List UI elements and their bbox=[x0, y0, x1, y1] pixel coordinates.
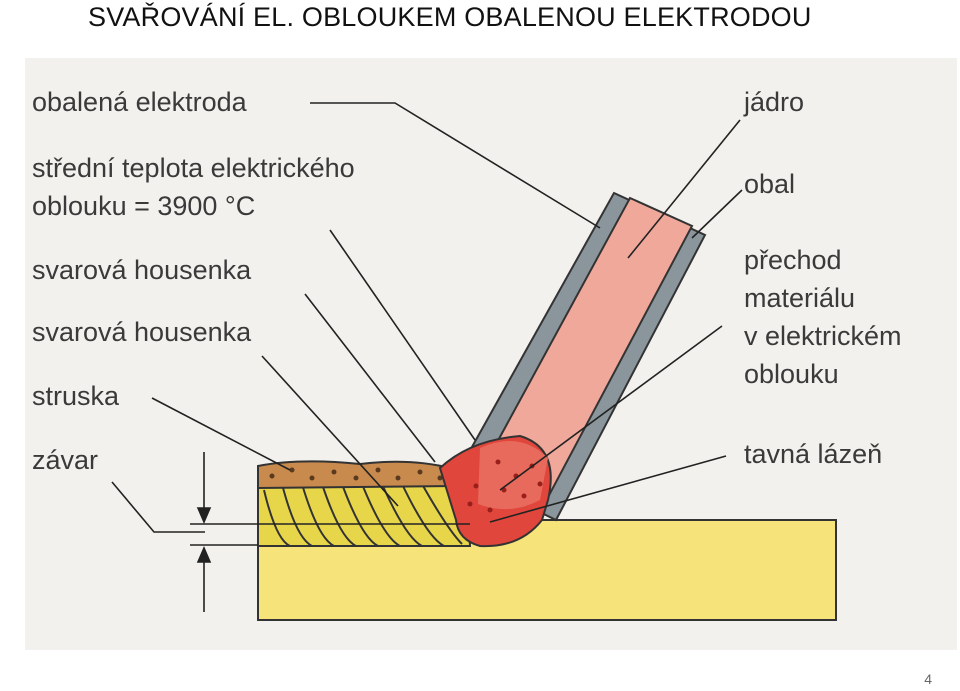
leader-housenka-1 bbox=[304, 293, 436, 463]
leader-zavar bbox=[111, 481, 205, 533]
page-number: 4 bbox=[924, 671, 932, 687]
weld-bead-stripes bbox=[263, 483, 463, 547]
label-struska: struska bbox=[32, 381, 120, 411]
label-prechod-line3: v elektrickém bbox=[744, 321, 902, 351]
label-prechod-line2: materiálu bbox=[744, 283, 856, 313]
label-teplota-line1: střední teplota elektrického bbox=[32, 153, 355, 183]
label-obal: obal bbox=[744, 169, 796, 199]
label-tavna-lazen: tavná lázeň bbox=[744, 439, 883, 469]
leader-struska bbox=[151, 397, 291, 471]
leader-prechod bbox=[499, 325, 723, 491]
slag-dots bbox=[269, 467, 443, 481]
label-prechod-line4: oblouku bbox=[744, 359, 839, 389]
label-obalena-elektroda: obalená elektroda bbox=[32, 87, 247, 117]
leader-obal bbox=[691, 189, 743, 239]
slide-title: SVAŘOVÁNÍ EL. OBLOUKEM OBALENOU ELEKTROD… bbox=[88, 2, 812, 32]
label-zavar: závar bbox=[32, 445, 99, 475]
label-teplota-line2: oblouku = 3900 °C bbox=[32, 191, 256, 221]
leader-lines bbox=[111, 102, 743, 533]
leader-tavna-lazen bbox=[489, 455, 727, 523]
label-jadro: jádro bbox=[744, 87, 805, 117]
leader-obalena-elektroda bbox=[310, 102, 601, 229]
label-prechod-line1: přechod bbox=[744, 245, 842, 275]
arc-droplet-zone bbox=[478, 440, 548, 510]
leader-jadro bbox=[627, 119, 741, 259]
label-svarova-housenka-2: svarová housenka bbox=[32, 317, 252, 347]
leader-teplota bbox=[329, 229, 476, 441]
penetration-marker bbox=[190, 452, 470, 612]
leader-housenka-2 bbox=[261, 355, 399, 507]
label-svarova-housenka-1: svarová housenka bbox=[32, 255, 252, 285]
slag-layer bbox=[257, 460, 458, 490]
